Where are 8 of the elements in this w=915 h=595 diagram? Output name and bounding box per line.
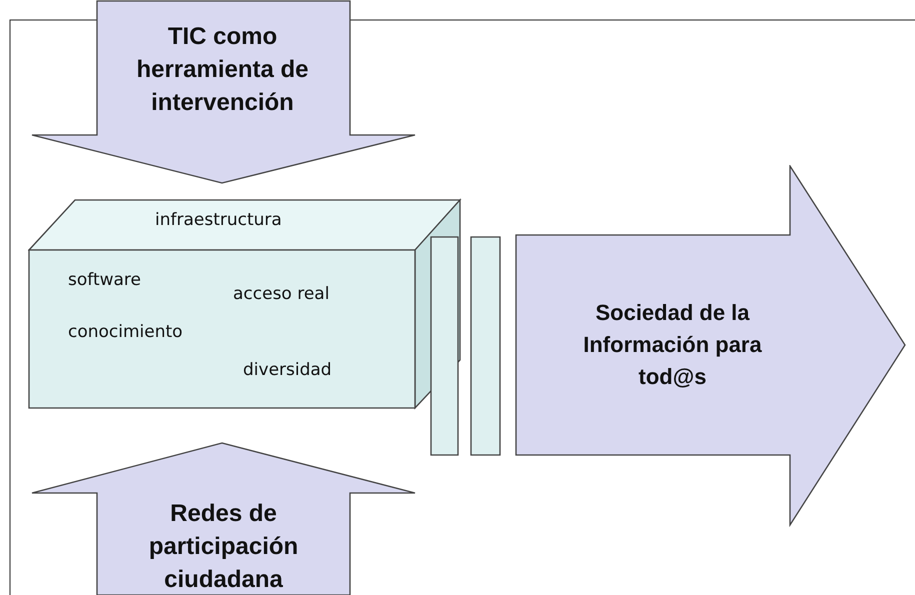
arrow-label: Redes de participación ciudadana <box>148 498 300 594</box>
block-label: acceso real <box>233 284 330 304</box>
block-label: conocimiento <box>68 322 183 342</box>
arrow-label: Sociedad de la Información para tod@s <box>582 299 763 391</box>
block-label: software <box>68 270 142 290</box>
arrow-label: TIC como herramienta de intervención <box>135 22 310 118</box>
block-label: infraestructura <box>155 210 282 230</box>
block-label: diversidad <box>243 360 332 380</box>
